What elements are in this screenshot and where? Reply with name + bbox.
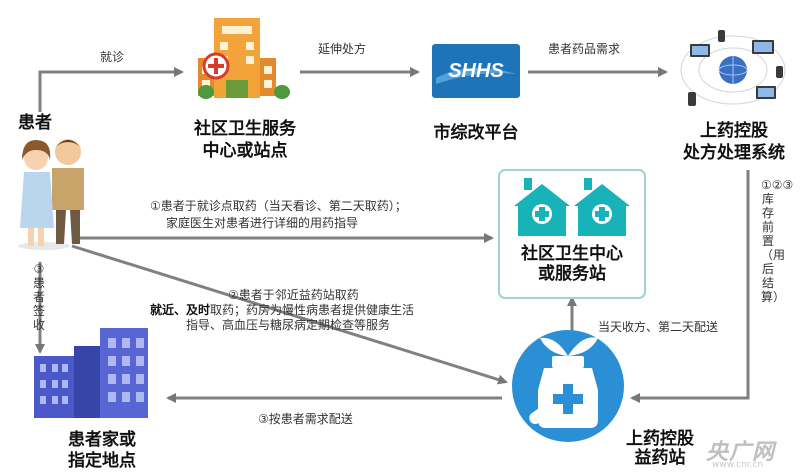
extend-prescription-label: 延伸处方 [318,42,367,56]
community-center-title: 社区卫生服务 中心或站点 [194,119,296,161]
pickup-note: ①患者于就诊点取药（当天看诊、第二天取药）； 家庭医生对患者进行详细的用药指导 [150,199,407,230]
station-note: ②患者于邻近益药站取药 就近、及时取药；药房为慢性病患者提供健康生活 指导、高血… [150,288,415,332]
station-note-emphasis: 就近、及时 [150,303,211,317]
arrows [35,67,750,403]
city-platform-title: 市综改平台 [433,123,519,143]
watermark-logo: 央广网 [706,440,776,465]
benefit-station-title: 上药控股 益药站 [626,429,694,468]
arrow-patient-to-station [71,244,508,385]
arrow-patient-to-center [38,67,184,112]
community-box-title: 社区卫生中心 或服务站 [521,244,623,284]
arrow-system-to-station [630,170,750,403]
shhs-logo-text: SHHS [448,60,504,82]
sign-label: ③患者签收 [32,262,45,332]
shhs-logo: SHHS [432,44,520,98]
stock-label: ①②③库存前置（用后结算） [761,178,794,304]
same-day-label: 当天收方、第二天配送 [598,320,719,334]
patient-label: 患者 [18,113,52,133]
prescription-system-title: 上药控股 处方处理系统 [683,121,785,163]
visit-label: 就诊 [100,50,125,64]
drug-demand-label: 患者药品需求 [548,42,621,56]
deliver-label: ③按患者需求配送 [258,412,353,426]
watermark-url: www.cnr.cn [712,460,764,470]
pharmacy-station-icon [512,330,624,442]
network-devices-icon [680,30,786,106]
community-center-building-icon [198,18,290,99]
home-title: 患者家或 指定地点 [68,430,136,471]
home-buildings-icon [34,328,148,418]
community-center-box [498,169,646,299]
patient-figures [18,139,84,250]
